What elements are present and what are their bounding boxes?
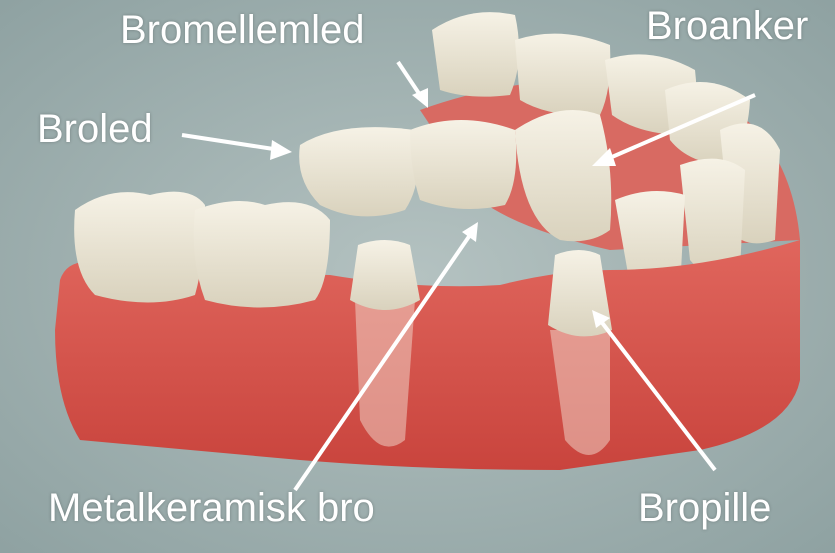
label-abutment-crown: Broanker (646, 4, 809, 48)
pointer-arrows (181, 60, 756, 492)
label-joint: Broled (37, 107, 153, 151)
label-pontic: Bromellemled (120, 8, 365, 52)
back-teeth (432, 12, 780, 294)
front-teeth (74, 191, 330, 308)
label-abutment-tooth: Bropille (638, 486, 772, 530)
label-bridge-type: Metalkeramisk bro (48, 486, 375, 530)
bridge (299, 110, 612, 242)
